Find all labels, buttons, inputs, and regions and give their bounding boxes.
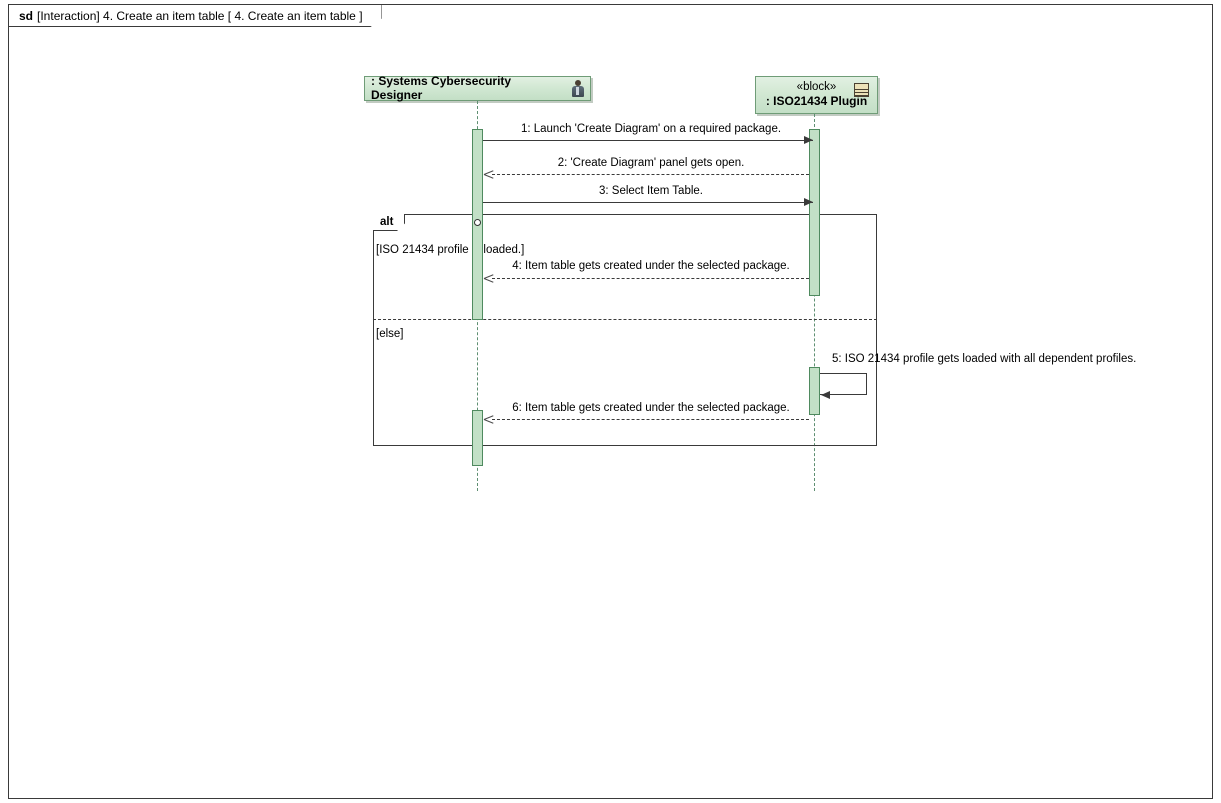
lifeline-head-designer[interactable]: : Systems Cybersecurity Designer: [364, 73, 591, 102]
lifeline-head-plugin[interactable]: «block» : ISO21434 Plugin: [755, 76, 878, 114]
activation-designer-2[interactable]: [472, 410, 483, 466]
frame-header-tab: sd [Interaction] 4. Create an item table…: [9, 5, 382, 27]
actor-icon: [571, 80, 584, 97]
message-label-6: 6: Item table gets created under the sel…: [512, 402, 790, 414]
message-arrowhead-6: [484, 414, 494, 425]
frame-title: [Interaction] 4. Create an item table [ …: [37, 8, 363, 23]
message-line-4[interactable]: [492, 278, 809, 279]
activation-plugin-1[interactable]: [809, 129, 820, 296]
alt-fragment[interactable]: [373, 214, 877, 446]
lifeline-plugin: [814, 114, 815, 491]
message-line-1[interactable]: [483, 140, 813, 141]
sequence-diagram-canvas: : Systems Cybersecurity Designer «block»…: [9, 5, 1214, 800]
message-arrowhead-2: [484, 169, 494, 180]
message-label-1: 1: Launch 'Create Diagram' on a required…: [520, 123, 782, 135]
message-arrowhead-3: [804, 197, 813, 206]
message-line-2[interactable]: [492, 174, 809, 175]
message-label-4: 4: Item table gets created under the sel…: [512, 260, 790, 272]
block-icon: [854, 83, 869, 97]
activation-start-marker: [474, 219, 481, 226]
alt-fragment-separator: [373, 319, 877, 320]
alt-guard-condition-2: [else]: [376, 328, 404, 340]
alt-fragment-operator: alt: [373, 214, 405, 231]
message-arrowhead-1: [804, 135, 813, 144]
frame-keyword: sd: [19, 8, 34, 23]
lifeline-stereotype-plugin: «block»: [796, 81, 837, 94]
message-label-2: 2: 'Create Diagram' panel gets open.: [557, 157, 745, 169]
activation-plugin-2[interactable]: [809, 367, 820, 415]
message-arrowhead-4: [484, 273, 494, 284]
interaction-frame: sd [Interaction] 4. Create an item table…: [8, 4, 1213, 799]
message-label-5: 5: ISO 21434 profile gets loaded with al…: [832, 353, 1137, 365]
message-line-3[interactable]: [483, 202, 813, 203]
message-label-3: 3: Select Item Table.: [599, 185, 703, 197]
message-selfloop-5[interactable]: [820, 373, 867, 395]
message-line-6[interactable]: [492, 419, 809, 420]
message-arrowhead-5: [821, 390, 830, 399]
lifeline-name-plugin: : ISO21434 Plugin: [765, 93, 868, 108]
lifeline-name-designer: : Systems Cybersecurity Designer: [371, 73, 512, 102]
alt-guard-condition-1: [ISO 21434 profile is loaded.]: [376, 244, 525, 256]
